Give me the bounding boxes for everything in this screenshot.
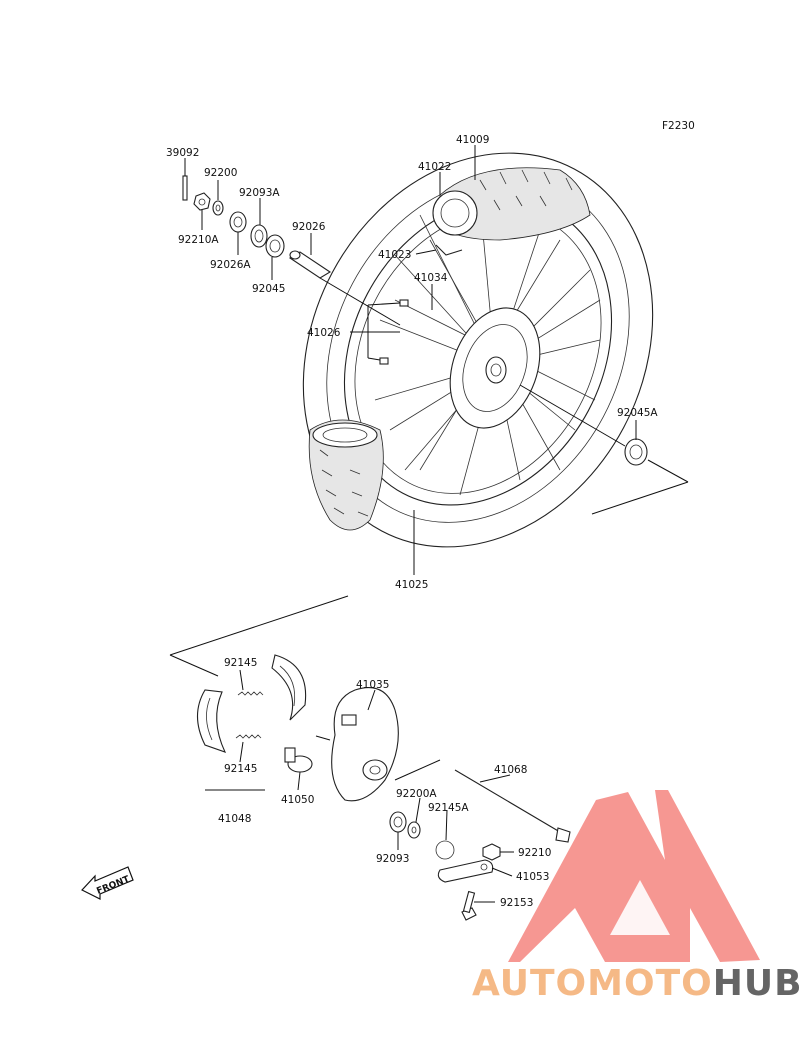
label-39092: 39092 bbox=[166, 147, 199, 159]
label-41048: 41048 bbox=[218, 813, 251, 825]
label-92145-lower: 92145 bbox=[224, 763, 257, 775]
brake-cam-41050 bbox=[284, 747, 313, 773]
diagram-code: F2230 bbox=[662, 120, 695, 132]
cam-lever-41053 bbox=[437, 859, 494, 883]
washer-92200 bbox=[212, 200, 224, 216]
label-92210: 92210 bbox=[518, 847, 551, 859]
brake-shoe-right bbox=[271, 654, 307, 721]
nut-92210A bbox=[193, 192, 211, 211]
washer-92200A bbox=[407, 821, 421, 839]
label-92210A: 92210A bbox=[178, 234, 219, 246]
svg-text:AUTOMOTOHUB: AUTOMOTOHUB bbox=[472, 963, 800, 1004]
tube-cutaway-41022 bbox=[432, 167, 591, 241]
label-41026: 41026 bbox=[307, 327, 341, 339]
brake-spring-upper-92145 bbox=[237, 691, 264, 696]
label-92026A: 92026A bbox=[210, 259, 251, 271]
label-41053: 41053 bbox=[516, 871, 549, 883]
cotter-pin-39092 bbox=[182, 175, 188, 201]
bearing-92045 bbox=[265, 234, 285, 258]
label-41050: 41050 bbox=[281, 794, 314, 806]
label-41022: 41022 bbox=[418, 161, 451, 173]
collar-92026A bbox=[229, 211, 247, 233]
label-41009: 41009 bbox=[456, 134, 489, 146]
label-92045: 92045 bbox=[252, 283, 285, 295]
label-92200: 92200 bbox=[204, 167, 237, 179]
label-41034: 41034 bbox=[414, 272, 448, 284]
label-92200A: 92200A bbox=[396, 788, 437, 800]
label-92153: 92153 bbox=[500, 897, 533, 909]
label-92145A: 92145A bbox=[428, 802, 469, 814]
label-92145-upper: 92145 bbox=[224, 657, 257, 669]
brake-spring-lower-92145 bbox=[235, 734, 262, 739]
rim-band-41023 bbox=[435, 244, 463, 256]
seal-92093A bbox=[250, 224, 268, 248]
label-92045A: 92045A bbox=[617, 407, 658, 419]
seal-92093 bbox=[389, 811, 407, 833]
watermark-text-automoto: AUTOMOTO bbox=[472, 963, 713, 1004]
nut-92210 bbox=[482, 843, 501, 861]
bolt-92153 bbox=[461, 890, 477, 921]
axle-bearing-92045A bbox=[624, 438, 648, 466]
front-direction-arrow: FRONT bbox=[81, 866, 134, 900]
brake-shoe-left bbox=[196, 689, 227, 753]
spacer-92026 bbox=[288, 250, 332, 279]
label-41035: 41035 bbox=[356, 679, 389, 691]
label-92026: 92026 bbox=[292, 221, 326, 233]
spring-92145A bbox=[435, 840, 455, 860]
tire-cutaway-section bbox=[308, 419, 384, 531]
label-92093A: 92093A bbox=[239, 187, 280, 199]
label-41025: 41025 bbox=[395, 579, 428, 591]
axle-41068 bbox=[454, 769, 571, 843]
label-92093: 92093 bbox=[376, 853, 409, 865]
brake-panel-41035 bbox=[331, 686, 399, 802]
automotohub-watermark: AUTOMOTOHUB bbox=[472, 790, 800, 1004]
hub-41034 bbox=[449, 307, 541, 429]
label-41068: 41068 bbox=[494, 764, 527, 776]
watermark-text-hub: HUB bbox=[713, 963, 800, 1004]
label-41023: 41023 bbox=[378, 249, 411, 261]
